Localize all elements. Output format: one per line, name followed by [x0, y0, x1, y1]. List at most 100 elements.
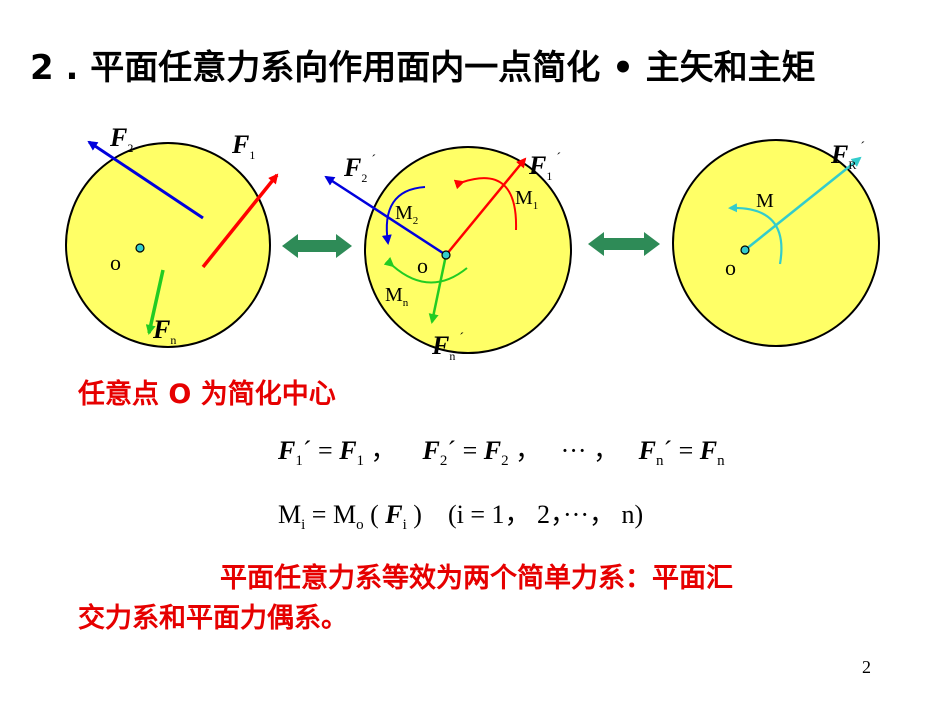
eq1-sub-1b: 1 — [356, 453, 365, 470]
svg-text:F2: F2 — [109, 123, 133, 155]
middle-label-f2-prime: ´ — [371, 153, 376, 168]
eq1-prime-1: ´ — [302, 436, 312, 465]
eq2-sub-o: o — [356, 517, 364, 534]
eq2-sub-i: i — [301, 517, 306, 534]
left-label-fn-sub: n — [170, 333, 176, 347]
left-disk-group — [65, 140, 279, 348]
eq1-prime-n: ´ — [663, 436, 673, 465]
svg-text:F1´: F1 ´ — [528, 151, 561, 183]
middle-moment-m2-arc — [381, 186, 426, 245]
left-label-f1-sub: 1 — [249, 148, 255, 162]
svg-text:M1: M1 — [515, 187, 538, 212]
middle-label-f2: F — [343, 153, 361, 182]
middle-label-mn: M — [385, 284, 403, 306]
conclusion-line-2: 交力系和平面力偶系。 — [78, 603, 348, 634]
equivalence-double-arrow-1 — [282, 234, 352, 258]
middle-force-f2-arrow — [324, 175, 447, 257]
eq1-eq-1: = — [311, 436, 340, 465]
middle-label-m2-sub: 2 — [413, 215, 419, 227]
middle-label-m2: M — [395, 202, 413, 224]
svg-text:F1: F1 — [231, 130, 255, 162]
middle-moment-mn-arc — [383, 256, 468, 284]
left-force-f2-arrow — [87, 140, 204, 220]
right-disk-group — [672, 139, 880, 347]
middle-label-m1-sub: 1 — [533, 200, 539, 212]
equation-force-translation: F1´ = F1 ， F2´ = F2 ， ··· ， Fn´ = Fn — [278, 430, 725, 470]
eq1-fn: F — [699, 436, 718, 465]
middle-force-f1-arrow — [445, 157, 527, 256]
eq1-f1-prime: F — [278, 436, 296, 465]
eq1-fn-prime: F — [638, 436, 656, 465]
eq1-f1: F — [339, 436, 357, 465]
left-label-fn: F — [152, 315, 170, 344]
svg-text:Fn: Fn — [152, 315, 176, 347]
eq2-open: ( — [363, 500, 386, 529]
middle-label-m1: M — [515, 187, 533, 209]
eq1-sep-1: ， — [364, 436, 417, 465]
right-resultant-fr-arrow — [744, 156, 862, 251]
eq2-eq: = — [305, 500, 333, 529]
middle-label-fn-prime: ´ — [459, 331, 464, 346]
middle-label-o: o — [417, 253, 428, 278]
middle-force-fn-arrow — [428, 254, 448, 324]
right-point-o — [740, 245, 750, 255]
middle-disk-group — [324, 146, 572, 354]
middle-moment-m1-arc — [453, 177, 518, 231]
eq1-eq-2: = — [456, 436, 484, 465]
eq1-dots: ··· — [560, 436, 587, 465]
eq1-sub-1a: 1 — [295, 453, 303, 470]
left-label-f2-sub: 2 — [127, 141, 133, 155]
eq1-eq-n: = — [672, 436, 700, 465]
middle-point-o — [441, 250, 451, 260]
left-label-f1: F — [231, 130, 249, 159]
eq2-sub-fi: i — [402, 517, 407, 534]
conclusion-line-1: 平面任意力系等效为两个简单力系：平面汇 — [220, 563, 733, 594]
left-force-fn-arrow — [145, 269, 165, 335]
right-label-fr: F — [830, 140, 848, 169]
middle-label-fn-sub: n — [449, 349, 455, 363]
right-label-fr-sub: R — [848, 158, 856, 172]
eq1-f2-prime: F — [422, 436, 440, 465]
middle-label-f1-sub: 1 — [546, 169, 552, 183]
eq1-sub-nb: n — [717, 453, 725, 470]
right-label-fr-prime: ´ — [860, 140, 865, 155]
slide-title: 2 . 平面任意力系向作用面内一点简化 • 主矢和主矩 — [30, 48, 816, 88]
equivalence-double-arrow-2 — [588, 232, 660, 256]
svg-text:F2´: F2 ´ — [343, 153, 376, 185]
eq1-sep-2: ， — [508, 436, 561, 465]
eq2-range: (i = 1， 2，···， n) — [447, 500, 644, 529]
eq2-m: M — [278, 500, 302, 529]
eq1-sub-2a: 2 — [439, 453, 448, 470]
right-label-o: o — [725, 255, 736, 280]
left-disk — [65, 142, 271, 348]
right-disk — [672, 139, 880, 347]
eq1-sub-na: n — [655, 453, 664, 470]
svg-text:Mn: Mn — [385, 284, 409, 309]
left-point-o — [135, 243, 145, 253]
svg-text:Fn´: Fn ´ — [431, 331, 464, 363]
svg-text:M2: M2 — [395, 202, 418, 227]
middle-disk — [364, 146, 572, 354]
middle-label-f1: F — [528, 151, 546, 180]
eq1-prime-2: ´ — [447, 436, 457, 465]
left-label-o: o — [110, 250, 121, 275]
eq1-sub-2b: 2 — [501, 453, 509, 470]
page-number: 2 — [862, 657, 871, 677]
equation-moment-definition: Mi = Mo ( Fi ) (i = 1， 2，···， n) — [278, 494, 643, 534]
eq2-f: F — [385, 500, 403, 529]
left-label-f2: F — [109, 123, 127, 152]
middle-label-f1-prime: ´ — [556, 151, 561, 166]
left-force-f1-arrow — [201, 173, 279, 269]
middle-label-f2-sub: 2 — [361, 171, 367, 185]
middle-label-mn-sub: n — [403, 297, 409, 309]
eq1-f2: F — [483, 436, 502, 465]
middle-label-fn: F — [431, 331, 449, 360]
eq2-close: ) — [406, 500, 422, 529]
reduction-center-statement: 任意点 O 为简化中心 — [78, 379, 336, 410]
eq1-sep-3: ， — [586, 436, 639, 465]
eq2-mo: M — [332, 500, 357, 529]
right-moment-m-arc — [728, 203, 783, 265]
right-label-m: M — [756, 190, 774, 212]
svg-text:FR´: FR ´ — [830, 140, 865, 172]
